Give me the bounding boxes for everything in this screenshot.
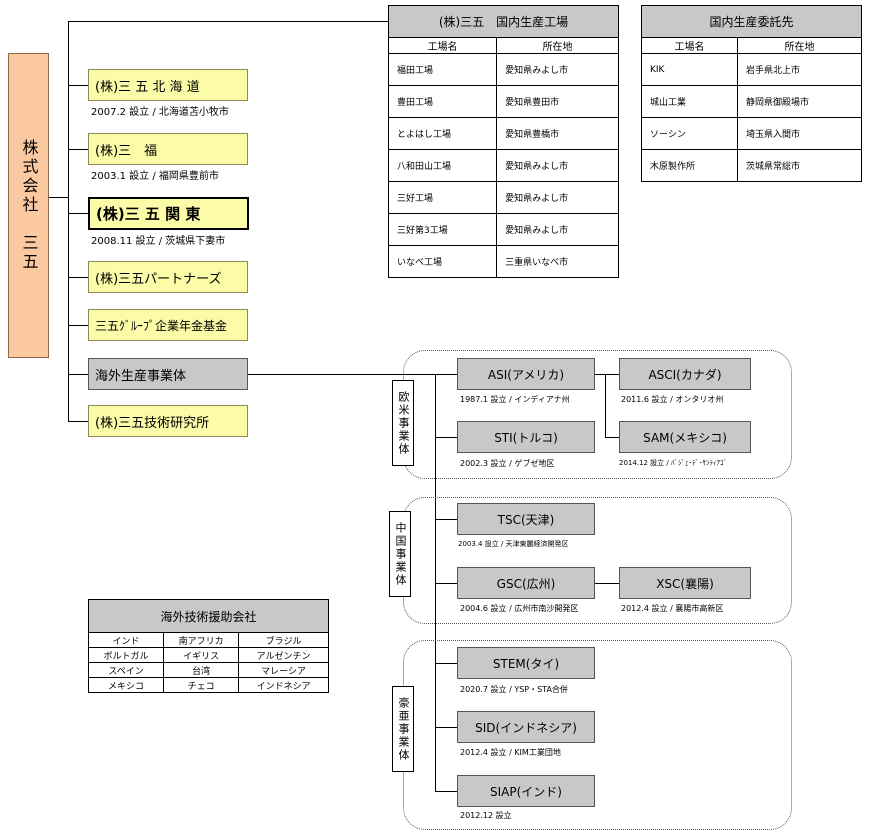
branch-overseas — [68, 374, 88, 375]
table-cell: 愛知県豊田市 — [496, 85, 619, 118]
entity-siap-note: 2012.12 設立 — [460, 811, 512, 820]
table-cell: 三好工場 — [387, 181, 498, 214]
entity-sam-note: 2014.12 設立 / ﾊﾞｼﾞｪ･ﾃﾞ･ｻﾝﾃｨｱｺﾞ — [619, 459, 727, 467]
entity-siap: SIAP(インド) — [457, 775, 595, 807]
asi-sam-vertical — [605, 374, 606, 437]
subsidiary-sanpuku-note: 2003.1 設立 / 福岡県豊前市 — [91, 171, 219, 182]
subsidiary-hokkaido-note: 2007.2 設立 / 北海道苫小牧市 — [91, 107, 229, 118]
table-cell: インドネシア — [238, 677, 329, 693]
table-cell: ソーシン — [640, 117, 739, 150]
table-cell: 木原製作所 — [640, 149, 739, 182]
entity-sti-note: 2002.3 設立 / ゲブゼ地区 — [460, 459, 555, 468]
region-label-americas-europe: 欧米事業体 — [392, 380, 414, 466]
table-cell: 豊田工場 — [387, 85, 498, 118]
table-cell: マレーシア — [238, 662, 329, 678]
branch-stem — [435, 663, 457, 664]
gsc-xsc-connector — [595, 583, 619, 584]
root-company: 株式会社 三五 — [8, 53, 49, 358]
trunk-line — [68, 21, 69, 421]
branch-gsc — [435, 583, 457, 584]
entity-sti: STI(トルコ) — [457, 421, 595, 453]
asi-asci-connector — [595, 374, 619, 375]
subsidiary-kanto-note: 2008.11 設立 / 茨城県下妻市 — [91, 236, 226, 247]
tech-assist-table: 海外技術援助会社 インド 南アフリカ ブラジル ポルトガル イギリス アルゼンチ… — [87, 599, 329, 693]
table-cell: とよはし工場 — [387, 117, 498, 150]
table-cell: 福田工場 — [387, 53, 498, 86]
entity-sid-note: 2012.4 設立 / KIM工業団地 — [460, 748, 561, 757]
table-cell: 三好第3工場 — [387, 213, 498, 246]
table-cell: 愛知県豊橋市 — [496, 117, 619, 150]
entity-sid: SID(インドネシア) — [457, 711, 595, 743]
table-cell: KIK — [640, 53, 739, 86]
column-header: 所在地 — [737, 37, 862, 54]
branch-sid — [435, 727, 457, 728]
entity-asi: ASI(アメリカ) — [457, 358, 595, 390]
region-label-china: 中国事業体 — [389, 511, 411, 597]
branch-tsc — [435, 519, 457, 520]
table-cell: イギリス — [163, 647, 240, 663]
table-cell: 城山工業 — [640, 85, 739, 118]
subsidiary-research-lab: (株)三五技術研究所 — [88, 405, 248, 437]
tech-assist-title: 海外技術援助会社 — [88, 599, 329, 633]
overseas-connector — [248, 374, 457, 375]
entity-gsc-note: 2004.6 設立 / 広州市南沙開発区 — [460, 604, 579, 613]
table-cell: ブラジル — [238, 632, 329, 648]
table-cell: 愛知県みよし市 — [496, 53, 619, 86]
table-cell: 愛知県みよし市 — [496, 213, 619, 246]
column-header: 工場名 — [640, 37, 739, 54]
branch-research — [68, 421, 88, 422]
table-cell: ポルトガル — [87, 647, 165, 663]
table-cell: インド — [87, 632, 165, 648]
domestic-contractors-title: 国内生産委託先 — [641, 5, 862, 38]
overseas-production-box: 海外生産事業体 — [88, 358, 248, 390]
domestic-plants-table: (株)三五 国内生産工場 工場名 所在地 福田工場愛知県みよし市 豊田工場愛知県… — [387, 5, 619, 278]
table-cell: アルゼンチン — [238, 647, 329, 663]
entity-stem-note: 2020.7 設立 / YSP・STA合併 — [460, 685, 568, 694]
domestic-plants-title: (株)三五 国内生産工場 — [388, 5, 619, 38]
table-cell: 岩手県北上市 — [737, 53, 862, 86]
column-header: 工場名 — [387, 37, 498, 54]
entity-asci: ASCI(カナダ) — [619, 358, 751, 390]
subsidiary-hokkaido: (株)三 五 北 海 道 — [88, 69, 248, 101]
entity-sam: SAM(メキシコ) — [619, 421, 751, 453]
table-cell: チェコ — [163, 677, 240, 693]
table-cell: 台湾 — [163, 662, 240, 678]
entity-tsc: TSC(天津) — [457, 503, 595, 535]
branch-siap — [435, 791, 457, 792]
entity-asci-note: 2011.6 設立 / オンタリオ州 — [621, 395, 724, 404]
branch-hokkaido — [68, 85, 88, 86]
table-cell: 三重県いなべ市 — [496, 245, 619, 278]
subsidiary-kanto: (株)三 五 関 東 — [88, 197, 249, 230]
table-cell: 八和田山工場 — [387, 149, 498, 182]
branch-kanto — [68, 213, 88, 214]
branch-sanpuku — [68, 149, 88, 150]
entity-xsc: XSC(襄陽) — [619, 567, 751, 599]
entity-tsc-note: 2003.4 設立 / 天津東麗経済開発区 — [458, 540, 569, 548]
subsidiary-pension-fund: 三五ｸﾞﾙｰﾌﾟ企業年金基金 — [88, 309, 248, 341]
table-cell: 愛知県みよし市 — [496, 181, 619, 214]
table-cell: 静岡県御殿場市 — [737, 85, 862, 118]
domestic-connector — [68, 21, 388, 22]
column-header: 所在地 — [496, 37, 619, 54]
table-cell: スペイン — [87, 662, 165, 678]
entity-stem: STEM(タイ) — [457, 647, 595, 679]
branch-partners — [68, 277, 88, 278]
subsidiary-partners: (株)三五パートナーズ — [88, 261, 248, 293]
table-cell: 茨城県常総市 — [737, 149, 862, 182]
table-cell: 埼玉県入間市 — [737, 117, 862, 150]
table-cell: メキシコ — [87, 677, 165, 693]
branch-sti — [435, 437, 457, 438]
table-cell: 南アフリカ — [163, 632, 240, 648]
table-cell: いなべ工場 — [387, 245, 498, 278]
entity-asi-note: 1987.1 設立 / インディアナ州 — [460, 395, 570, 404]
root-connector — [49, 197, 68, 198]
branch-fund — [68, 325, 88, 326]
entity-gsc: GSC(広州) — [457, 567, 595, 599]
region-label-asia-oceania: 豪亜事業体 — [392, 686, 414, 772]
table-cell: 愛知県みよし市 — [496, 149, 619, 182]
subsidiary-sanpuku: (株)三 福 — [88, 133, 248, 165]
entity-xsc-note: 2012.4 設立 / 襄陽市高新区 — [621, 604, 724, 613]
branch-sam — [605, 437, 619, 438]
